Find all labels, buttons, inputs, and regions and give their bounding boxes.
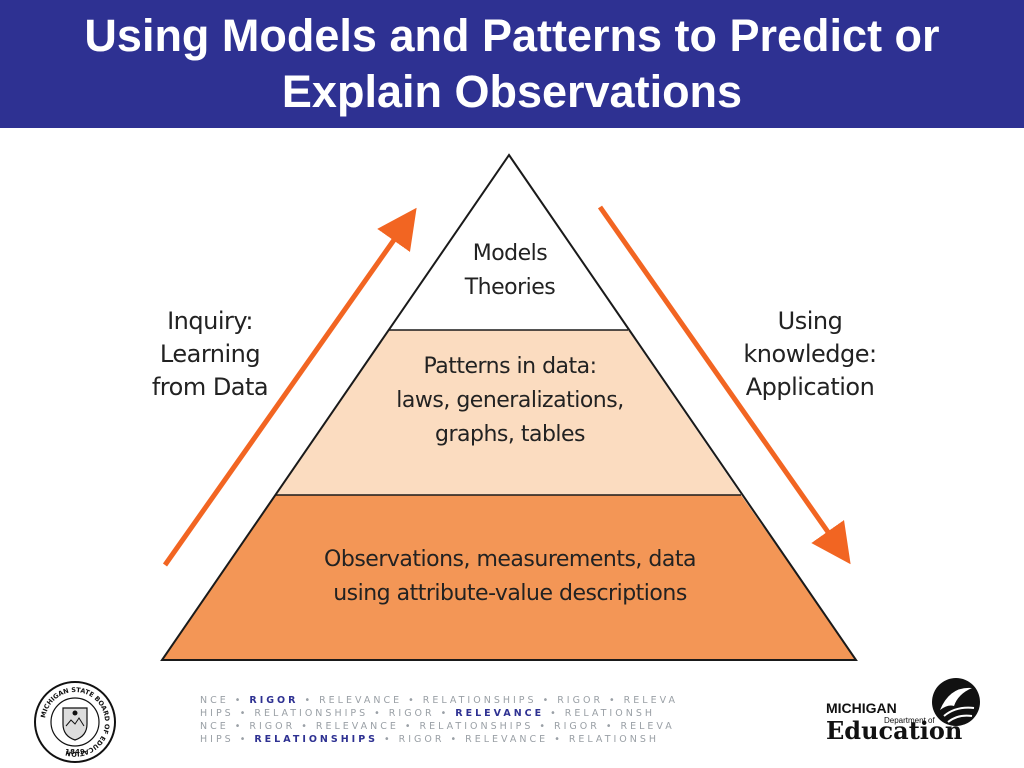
mde-michigan-text: MICHIGAN bbox=[826, 700, 897, 716]
inquiry-label-line: Learning bbox=[159, 340, 261, 368]
bottom-tier-line: using attribute-value descriptions bbox=[333, 581, 687, 606]
strip-line: NCE • RIGOR • RELEVANCE • RELATIONSHIPS … bbox=[200, 694, 780, 707]
strip-line: NCE • RIGOR • RELEVANCE • RELATIONSHIPS … bbox=[200, 720, 780, 733]
mde-emblem-icon bbox=[932, 678, 980, 726]
seal-year: 1849 bbox=[65, 748, 85, 756]
top-tier-text: Models Theories bbox=[410, 237, 610, 305]
application-label-line: knowledge: bbox=[743, 340, 877, 368]
title-line-1: Using Models and Patterns to Predict or bbox=[84, 10, 940, 61]
strip-highlight-word: RELATIONSHIPS bbox=[254, 734, 379, 745]
bottom-tier-line: Observations, measurements, data bbox=[324, 547, 696, 572]
strip-line: HIPS • RELATIONSHIPS • RIGOR • RELEVANCE… bbox=[200, 733, 780, 746]
strip-text: • RIGOR • RELEVANCE • RELATIONSH bbox=[378, 734, 660, 745]
pyramid-top-tier bbox=[389, 155, 628, 330]
strip-highlight-word: RIGOR bbox=[249, 695, 299, 706]
application-arrow bbox=[597, 205, 851, 565]
strip-highlight-word: RELEVANCE bbox=[455, 708, 545, 719]
title-line-2: Explain Observations bbox=[281, 66, 743, 117]
middle-tier-line: laws, generalizations, bbox=[396, 388, 624, 413]
mde-department-text: Department of bbox=[884, 716, 935, 725]
inquiry-label-line: Inquiry: bbox=[167, 307, 253, 335]
top-tier-line: Theories bbox=[464, 275, 556, 300]
mde-education-text: Education bbox=[826, 716, 963, 745]
inquiry-label-line: from Data bbox=[151, 373, 269, 401]
application-label: Using knowledge: Application bbox=[735, 305, 885, 404]
strip-text: NCE • bbox=[200, 695, 250, 706]
strip-text: HIPS • RELATIONSHIPS • RIGOR • bbox=[200, 708, 456, 719]
strip-line: HIPS • RELATIONSHIPS • RIGOR • RELEVANCE… bbox=[200, 707, 780, 720]
strip-text: • RELEVANCE • RELATIONSHIPS • RIGOR • RE… bbox=[298, 695, 678, 706]
strip-text: NCE • RIGOR • RELEVANCE • RELATIONSHIPS … bbox=[200, 721, 675, 732]
strip-text: HIPS • bbox=[200, 734, 255, 745]
michigan-education-logo: MICHIGAN Department of Education bbox=[826, 676, 986, 746]
inquiry-arrow bbox=[162, 207, 417, 567]
state-board-seal: MICHIGAN STATE BOARD OF EDUCATION 1849 bbox=[34, 681, 116, 763]
middle-tier-line: graphs, tables bbox=[434, 422, 586, 447]
pyramid-bottom-tier bbox=[162, 495, 856, 660]
top-tier-line: Models bbox=[472, 241, 548, 266]
inquiry-label: Inquiry: Learning from Data bbox=[140, 305, 280, 404]
pyramid-middle-tier bbox=[276, 330, 741, 495]
title-bar: Using Models and Patterns to Predict or … bbox=[0, 0, 1024, 128]
strip-text: • RELATIONSH bbox=[544, 708, 655, 719]
application-label-line: Application bbox=[745, 373, 875, 401]
application-label-line: Using bbox=[777, 307, 843, 335]
middle-tier-text: Patterns in data: laws, generalizations,… bbox=[360, 350, 660, 452]
bottom-tier-text: Observations, measurements, data using a… bbox=[260, 543, 760, 611]
middle-tier-line: Patterns in data: bbox=[423, 354, 597, 379]
pyramid-outline bbox=[160, 153, 858, 661]
rigor-relevance-strip: NCE • RIGOR • RELEVANCE • RELATIONSHIPS … bbox=[200, 694, 780, 746]
